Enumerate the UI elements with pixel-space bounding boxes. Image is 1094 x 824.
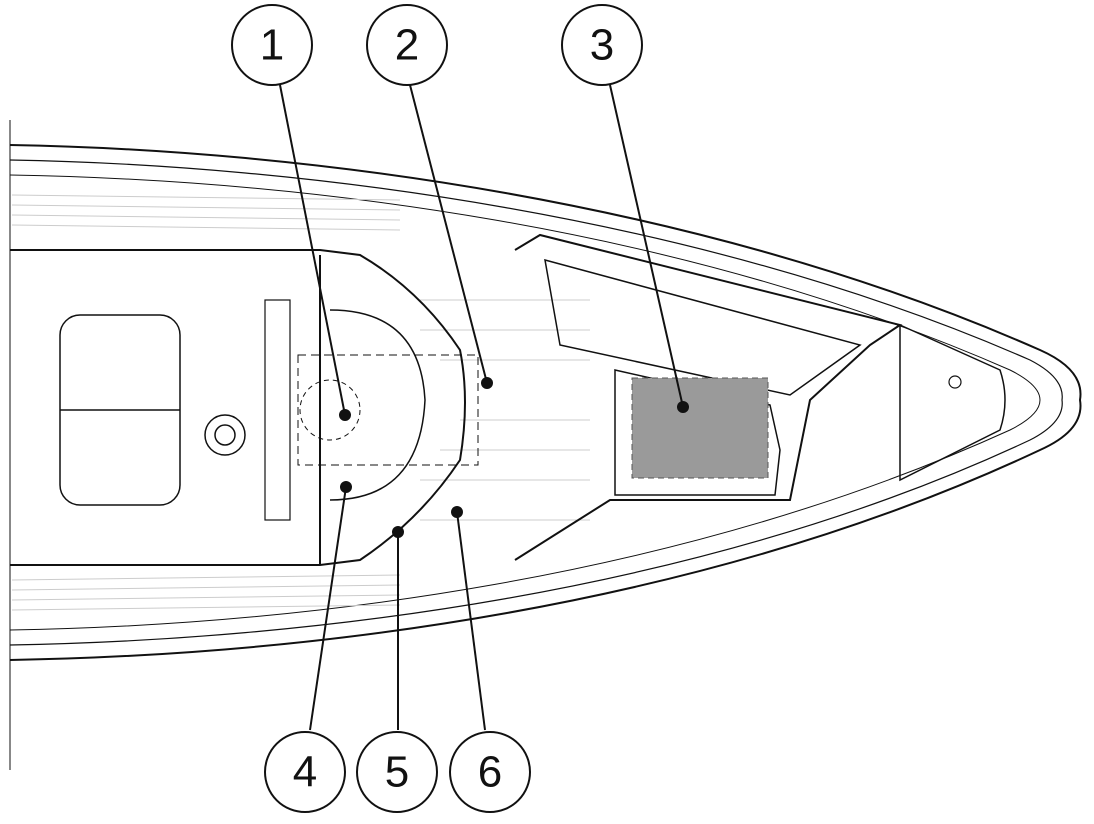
callout-label: 1 xyxy=(260,21,284,70)
bow-locker xyxy=(514,233,1006,561)
callout-label: 6 xyxy=(478,748,502,797)
callout-6: 6 xyxy=(449,731,531,813)
callout-label: 5 xyxy=(385,748,409,797)
callout-label: 4 xyxy=(293,748,317,797)
deck-lines xyxy=(11,194,590,611)
callout-3: 3 xyxy=(561,4,643,86)
callout-5: 5 xyxy=(356,731,438,813)
callout-1: 1 xyxy=(231,4,313,86)
callout-label: 3 xyxy=(590,21,614,70)
callout-4: 4 xyxy=(264,731,346,813)
console xyxy=(10,249,479,566)
hull-outline xyxy=(9,120,1082,770)
highlighted-storage-area xyxy=(631,377,769,479)
callout-leaders xyxy=(279,84,684,731)
callout-label: 2 xyxy=(395,21,419,70)
callout-2: 2 xyxy=(366,4,448,86)
callout-dots xyxy=(339,377,689,538)
